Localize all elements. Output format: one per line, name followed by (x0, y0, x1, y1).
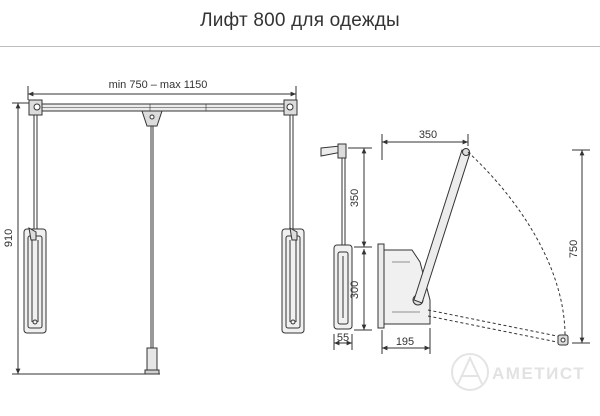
right-damper-housing (281, 227, 305, 334)
lower-dimension-line (354, 249, 372, 331)
lower-dimension-label: 300 (349, 281, 361, 299)
swing-arm-lowered (427, 151, 566, 344)
swing-reach-dimension-line (381, 134, 469, 160)
brand-watermark: АМЕТИСТ (451, 353, 585, 391)
width-dimension-label: min 750 – max 1150 (109, 79, 208, 91)
brand-name: АМЕТИСТ (492, 364, 585, 383)
mount-depth-dimension-line (381, 328, 431, 354)
left-damper-housing (23, 227, 47, 334)
swing-view (377, 134, 590, 354)
swing-height-dimension-line (572, 149, 590, 344)
side-view (320, 143, 372, 350)
swing-reach-dimension-label: 350 (419, 129, 437, 141)
brand-logo-icon (451, 353, 489, 391)
mounting-housing (383, 249, 431, 325)
mount-depth-dimension-label: 195 (396, 336, 414, 348)
wall-plate (377, 243, 385, 329)
upper-dimension-line (348, 147, 372, 248)
front-view (12, 86, 305, 375)
upper-dimension-label: 350 (349, 189, 361, 207)
swing-arm-raised (413, 149, 471, 304)
depth-dimension-label: 55 (337, 332, 349, 344)
left-wall-bracket (28, 99, 43, 116)
diagram-title: Лифт 800 для одежды (200, 10, 400, 31)
side-damper-housing (333, 244, 353, 330)
title-divider (0, 46, 600, 47)
swing-height-dimension-label: 750 (568, 240, 580, 258)
handle (146, 347, 158, 371)
height-dimension-label: 910 (3, 229, 15, 247)
right-wall-bracket (283, 99, 298, 116)
depth-dimension-line (333, 334, 353, 350)
width-dimension-line (27, 86, 297, 100)
